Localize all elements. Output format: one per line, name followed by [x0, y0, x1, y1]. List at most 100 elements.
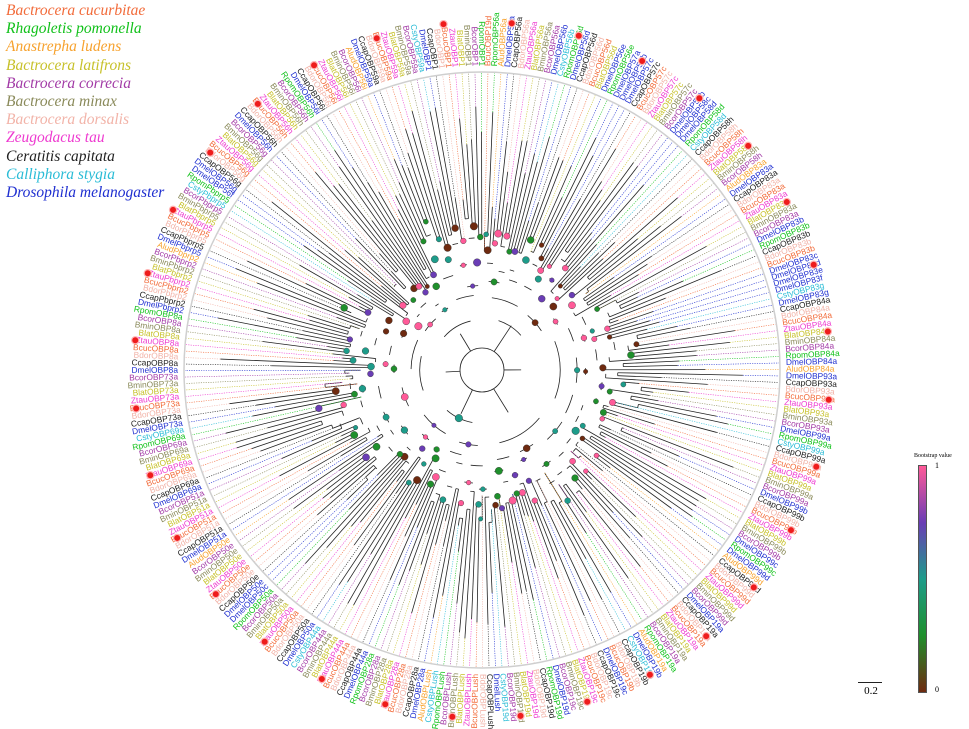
- bootstrap-node: [415, 282, 423, 290]
- leaf-connector: [605, 414, 762, 472]
- leaf-connector: [193, 432, 226, 442]
- leaf-connector: [549, 84, 565, 138]
- branch-arc: [416, 313, 420, 318]
- branch-arc: [627, 345, 629, 351]
- branch: [565, 501, 587, 534]
- branch-arc: [602, 405, 605, 408]
- branch: [563, 485, 629, 579]
- leaf-connector: [242, 508, 295, 547]
- branch: [426, 494, 441, 534]
- bootstrap-node: [433, 446, 440, 453]
- branch-arc: [505, 502, 509, 504]
- leaf-connector: [706, 226, 743, 247]
- branch: [558, 258, 604, 301]
- branch: [535, 499, 585, 616]
- leaf-connector: [185, 350, 334, 361]
- leaf-label: ZtauOBP1: [447, 28, 460, 68]
- branch: [397, 209, 433, 276]
- bootstrap-node: [382, 413, 390, 421]
- branch: [395, 195, 435, 275]
- branch: [567, 162, 634, 253]
- highlight-marker: [372, 34, 381, 43]
- branch-arc: [595, 349, 598, 361]
- branch-arc: [339, 423, 343, 429]
- branch: [566, 239, 592, 270]
- highlight-marker: [206, 148, 215, 157]
- bootstrap-node: [508, 496, 517, 505]
- bootstrap-node: [364, 309, 372, 316]
- bootstrap-node: [466, 480, 472, 486]
- leaf-connector: [605, 437, 743, 513]
- branch: [515, 136, 550, 253]
- leaf-connector: [716, 415, 774, 428]
- highlight-marker: [146, 471, 155, 480]
- leaf-connector: [538, 88, 578, 204]
- leaf-connector: [548, 109, 625, 249]
- leaf-connector: [585, 193, 722, 294]
- leaf-connector: [368, 527, 418, 645]
- leaf-label: AludOBP84a: [786, 364, 835, 374]
- bootstrap-node: [557, 283, 563, 289]
- branch-arc: [532, 263, 538, 267]
- branch-arc: [388, 446, 393, 452]
- bootstrap-node: [589, 328, 595, 334]
- branch-arc: [598, 424, 601, 428]
- branch-arc: [530, 251, 534, 253]
- highlight-marker: [448, 712, 457, 721]
- bootstrap-node: [579, 435, 586, 442]
- legend-item: Zeugodacus tau: [6, 129, 105, 147]
- branch: [623, 364, 678, 368]
- bootstrap-node: [511, 472, 519, 479]
- leaf-connector: [688, 391, 778, 403]
- bootstrap-node: [571, 426, 580, 435]
- branch: [559, 244, 597, 286]
- branch-arc: [359, 418, 364, 425]
- bootstrap-node: [340, 304, 348, 312]
- leaf-connector: [591, 137, 668, 233]
- bootstrap-node: [483, 246, 492, 255]
- branch-arc: [364, 324, 366, 328]
- branch-arc: [599, 431, 602, 435]
- leaf-connector: [562, 92, 590, 161]
- branch: [489, 206, 493, 251]
- bootstrap-node: [413, 476, 422, 485]
- branch-arc: [613, 341, 616, 351]
- branch: [515, 493, 536, 568]
- bootstrap-node: [315, 404, 323, 412]
- highlight-marker: [583, 697, 592, 706]
- branch-arc: [321, 420, 323, 425]
- branch: [271, 201, 403, 307]
- leaf-label: BminOBP1: [462, 25, 474, 67]
- branch: [591, 435, 699, 502]
- branch: [411, 110, 450, 248]
- leaf-connector: [676, 304, 772, 327]
- bootstrap-node: [494, 229, 503, 238]
- leaf-connector: [258, 514, 318, 567]
- bootstrap-node: [620, 381, 627, 388]
- leaf-connector: [679, 356, 779, 362]
- leaf-connector: [186, 344, 343, 359]
- branch: [602, 416, 734, 468]
- branch: [617, 292, 639, 304]
- branch-arc: [420, 302, 427, 308]
- leaf-connector: [530, 95, 596, 252]
- bootstrap-node: [521, 457, 527, 462]
- leaf-connector: [188, 325, 328, 347]
- leaf-connector: [462, 638, 466, 667]
- leaf-connector: [705, 498, 740, 519]
- leaf-connector: [654, 423, 766, 460]
- branch: [307, 315, 350, 329]
- bootstrap-node: [513, 490, 520, 497]
- branch-arc: [371, 307, 374, 310]
- leaf-connector: [580, 154, 688, 267]
- leaf-connector: [221, 442, 351, 514]
- leaf-connector: [533, 599, 548, 660]
- highlight-marker: [309, 61, 319, 70]
- leaf-connector: [659, 292, 769, 323]
- bootstrap-node: [554, 296, 560, 302]
- branch: [460, 389, 473, 414]
- branch: [599, 424, 611, 430]
- branch-arc: [349, 383, 352, 390]
- bootstrap-node: [627, 351, 635, 359]
- leaf-label: BdorOBP8a: [133, 350, 178, 362]
